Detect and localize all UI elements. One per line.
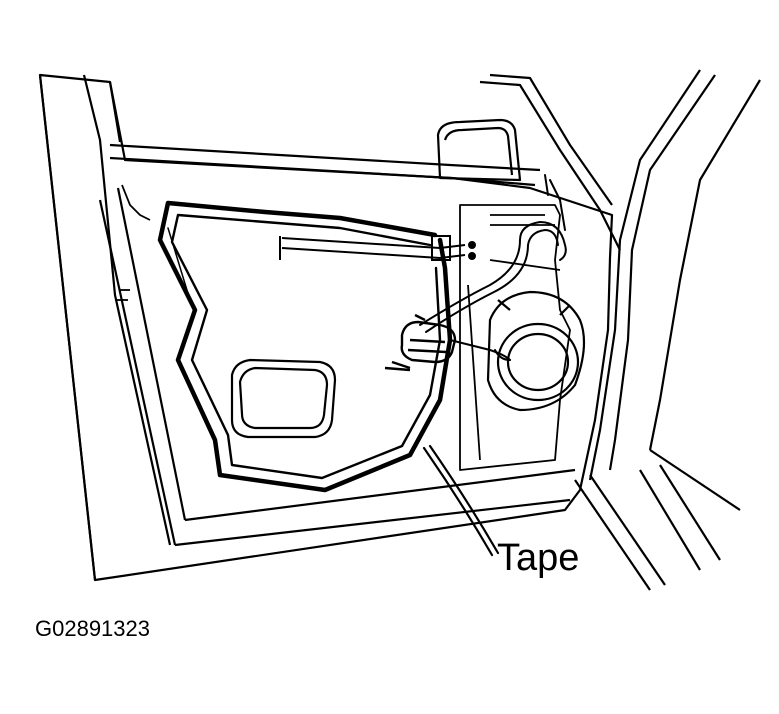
- figure-code-label: G02891323: [35, 616, 150, 641]
- harness-clip: [384, 313, 457, 372]
- tape-leader-line: [422, 444, 500, 557]
- speaker-wire: [419, 174, 567, 361]
- door-recess: [230, 358, 337, 439]
- door-speaker: [486, 290, 586, 412]
- side-mirror: [436, 118, 522, 182]
- inner-door-panel: [115, 184, 571, 471]
- door-frame: [38, 73, 614, 582]
- tape-label: Tape: [497, 537, 579, 579]
- harness-connectors: [279, 235, 476, 261]
- right-pillar: [479, 69, 761, 591]
